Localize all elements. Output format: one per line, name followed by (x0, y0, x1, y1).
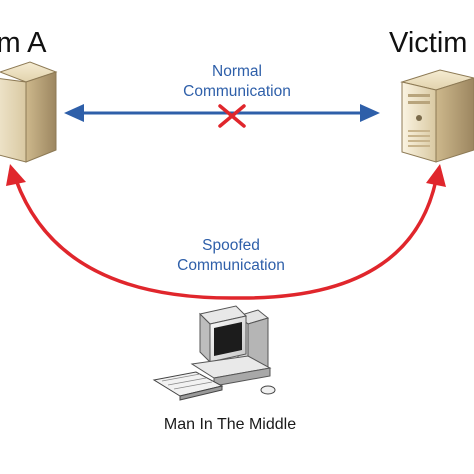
victim-a-server-icon (0, 61, 58, 163)
spoofed-label-line2: Communication (177, 257, 285, 274)
normal-label-line2: Communication (183, 83, 291, 100)
victim-b-label: Victim (389, 27, 468, 59)
victim-a-label: tim A (0, 27, 47, 59)
desktop-computer-icon (152, 305, 276, 401)
spoofed-communication-arrow (6, 164, 446, 300)
normal-label-line1: Normal (212, 63, 262, 80)
normal-communication-label: Normal Communication (152, 62, 322, 102)
spoofed-communication-label: Spoofed Communication (146, 236, 316, 276)
x-mark-icon (218, 104, 246, 128)
victim-b-server-icon (400, 69, 474, 163)
spoofed-label-line1: Spoofed (202, 237, 260, 254)
attacker-label: Man In The Middle (163, 416, 297, 433)
normal-communication-arrow (64, 104, 380, 122)
